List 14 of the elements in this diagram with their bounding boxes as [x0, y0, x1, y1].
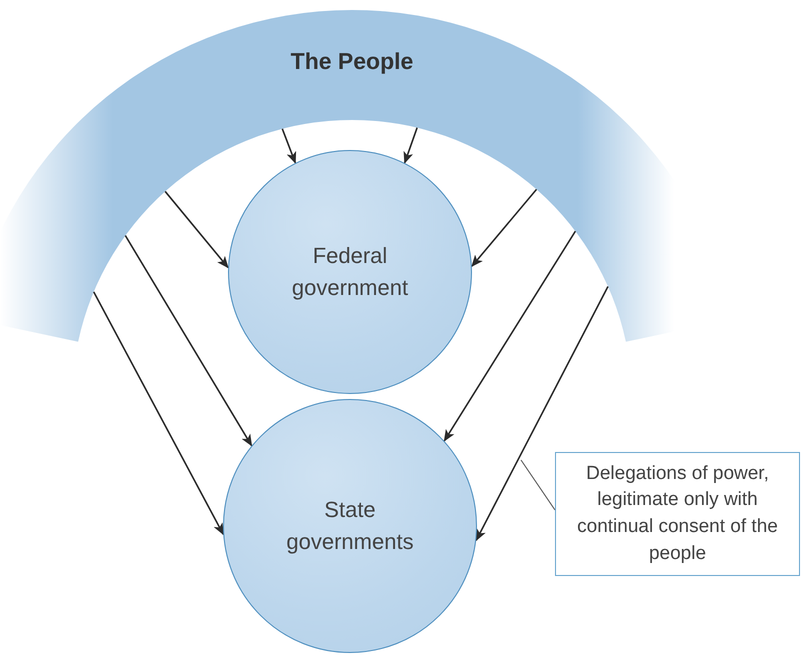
arrow	[404, 127, 418, 164]
band-title: The People	[290, 48, 414, 75]
leader-line	[520, 460, 556, 510]
arrow	[444, 230, 576, 442]
arrow	[93, 291, 224, 536]
callout-box	[555, 452, 800, 576]
circle-label: Federal government	[290, 242, 410, 302]
arrow	[124, 235, 252, 447]
arrow	[475, 286, 609, 542]
circle-label: State governments	[285, 496, 415, 556]
callout-text: Delegations of power, legitimate only with continual consent of the people	[576, 462, 779, 566]
arrow	[282, 128, 296, 164]
arrow	[471, 188, 538, 268]
arrow	[164, 190, 229, 268]
